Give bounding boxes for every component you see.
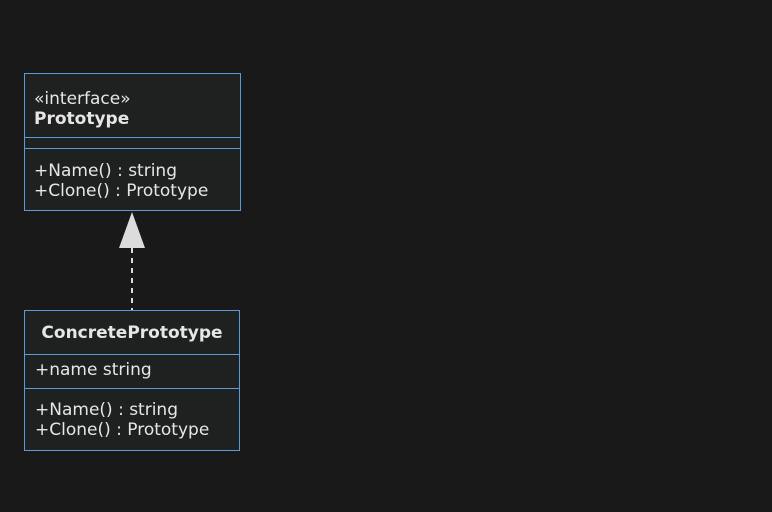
class-name: Prototype <box>34 109 130 129</box>
class-box-concrete-prototype[interactable]: ConcretePrototype +name string +Name() :… <box>24 310 240 451</box>
class-header: ConcretePrototype <box>25 311 239 354</box>
attribute: +name string <box>35 360 152 380</box>
operation: +Clone() : Prototype <box>34 181 209 201</box>
realization-arrowhead <box>119 212 145 248</box>
operation: +Name() : string <box>35 400 178 420</box>
operation: +Name() : string <box>34 161 177 181</box>
class-header: «interface» Prototype <box>25 74 240 137</box>
operation: +Clone() : Prototype <box>35 420 210 440</box>
stereotype-label: «interface» <box>34 89 131 109</box>
attributes-section <box>25 137 240 148</box>
class-box-prototype[interactable]: «interface» Prototype +Name() : string +… <box>24 73 241 211</box>
attributes-section: +name string <box>25 354 239 388</box>
class-name: ConcretePrototype <box>41 323 223 343</box>
operations-section: +Name() : string +Clone() : Prototype <box>25 148 240 201</box>
operations-section: +Name() : string +Clone() : Prototype <box>25 388 239 440</box>
